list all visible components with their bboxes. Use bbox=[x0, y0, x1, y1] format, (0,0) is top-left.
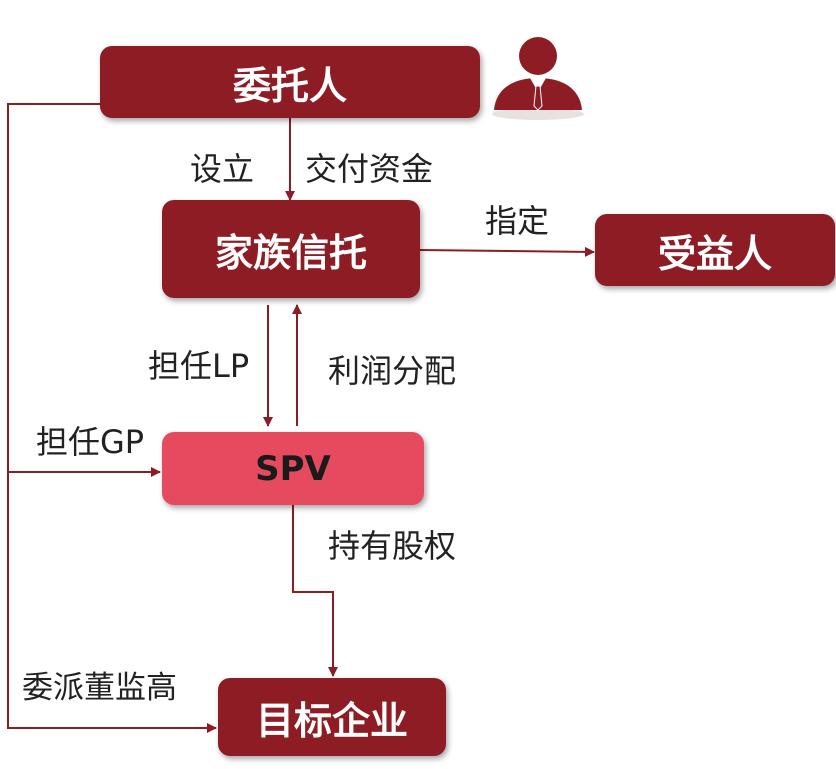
node-settlor: 委托人 bbox=[100, 46, 480, 118]
node-beneficiary: 受益人 bbox=[595, 214, 835, 286]
arrow-spv-to-company bbox=[292, 505, 338, 677]
edge-label-hold-equity: 持有股权 bbox=[328, 527, 457, 565]
node-spv: SPV bbox=[162, 432, 424, 505]
edge-label-profit-distribution: 利润分配 bbox=[328, 352, 457, 390]
node-target-company: 目标企业 bbox=[218, 678, 446, 756]
edge-label-serve-lp: 担任LP bbox=[148, 347, 250, 385]
arrow-trust-to-beneficiary bbox=[419, 246, 595, 257]
edge-label-deliver-funds: 交付资金 bbox=[305, 150, 434, 188]
edge-label-establish: 设立 bbox=[190, 150, 255, 188]
edge-label-serve-gp: 担任GP bbox=[36, 423, 145, 461]
node-target-company-label: 目标企业 bbox=[255, 698, 408, 743]
node-spv-label: SPV bbox=[255, 448, 331, 489]
arrow-settlor-to-company bbox=[7, 472, 217, 733]
arrow-settlor-to-spv bbox=[7, 103, 161, 477]
edge-label-designate: 指定 bbox=[485, 202, 550, 240]
edge-label-appoint-directors: 委派董监高 bbox=[22, 670, 177, 706]
node-beneficiary-label: 受益人 bbox=[657, 231, 772, 276]
node-family-trust-label: 家族信托 bbox=[214, 230, 367, 275]
person-icon bbox=[488, 30, 588, 120]
node-settlor-label: 委托人 bbox=[232, 63, 347, 108]
node-family-trust: 家族信托 bbox=[162, 200, 420, 298]
